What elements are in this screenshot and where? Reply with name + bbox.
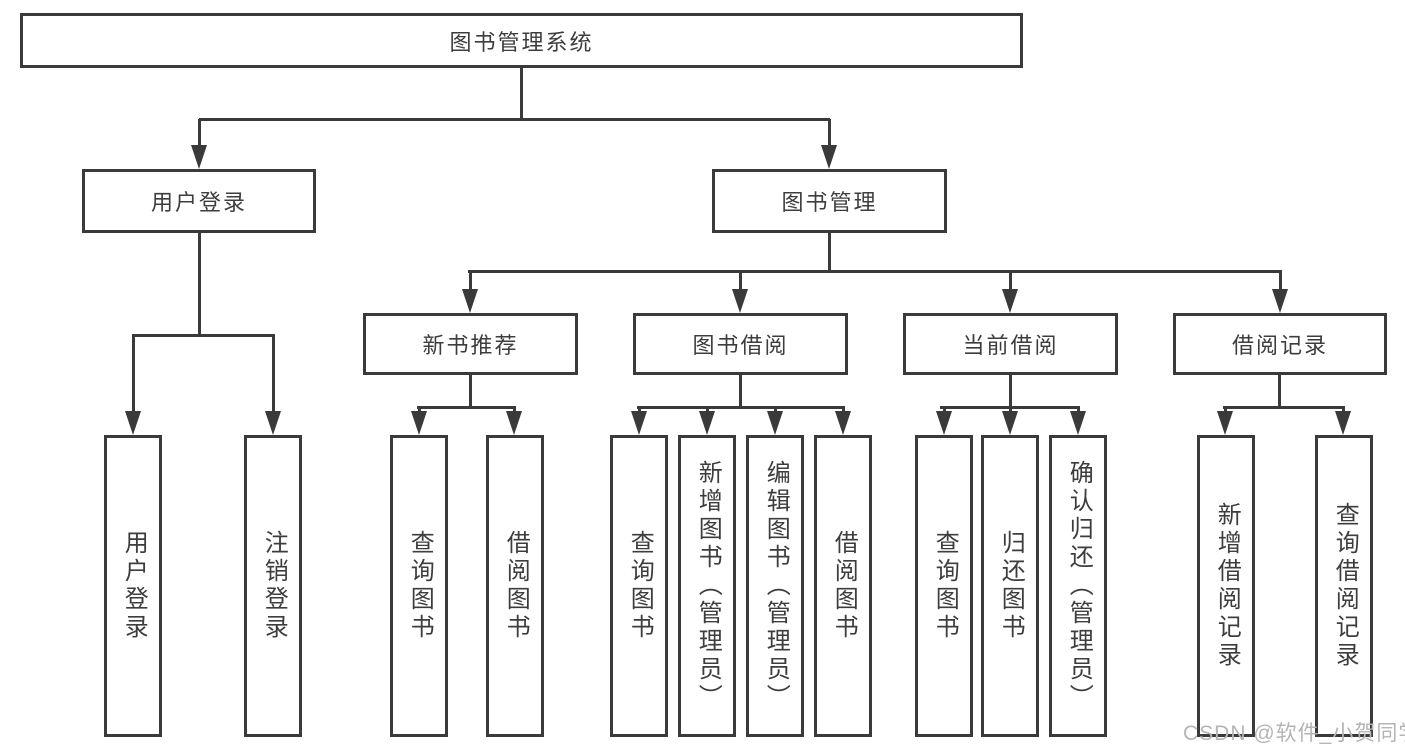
arrow-down-icon — [462, 271, 478, 313]
leaf-add-book-admin: 新增图书（管理员） — [678, 435, 736, 737]
connector-line — [199, 118, 830, 121]
connector-line — [1223, 406, 1345, 409]
leaf-query-books-recommend: 查询图书 — [390, 435, 448, 737]
arrow-down-icon — [936, 407, 952, 435]
leaf-confirm-return-admin: 确认归还（管理员） — [1049, 435, 1107, 737]
leaf-query-books-borrow: 查询图书 — [610, 435, 668, 737]
arrow-down-icon — [1335, 407, 1351, 435]
node-label: 注销登录 — [260, 530, 288, 642]
connector-line — [739, 375, 742, 409]
connector-line — [637, 406, 845, 409]
node-current-borrow: 当前借阅 — [903, 313, 1118, 375]
connector-line — [417, 406, 516, 409]
arrow-down-icon — [1002, 271, 1018, 313]
node-book-borrow: 图书借阅 — [633, 313, 848, 375]
arrow-down-icon — [265, 335, 281, 435]
node-label: 归还图书 — [997, 530, 1025, 642]
arrow-down-icon — [1217, 407, 1233, 435]
connector-line — [1278, 375, 1281, 409]
leaf-borrow-books-recommend: 借阅图书 — [486, 435, 544, 737]
node-label: 查询图书 — [931, 530, 959, 642]
leaf-add-borrow-record: 新增借阅记录 — [1197, 435, 1255, 737]
csdn-watermark: CSDN @软件_小贺同学 — [1183, 722, 1405, 745]
node-label: 当前借阅 — [962, 333, 1059, 358]
arrow-down-icon — [699, 407, 715, 435]
node-label: 借阅图书 — [830, 530, 858, 642]
node-label: 查询图书 — [626, 530, 654, 642]
leaf-user-login: 用户登录 — [104, 435, 162, 737]
arrow-down-icon — [125, 335, 141, 435]
node-label: 图书管理 — [781, 190, 878, 215]
leaf-query-borrow-record: 查询借阅记录 — [1315, 435, 1373, 737]
node-label: 借阅记录 — [1231, 333, 1328, 358]
connector-line — [1009, 375, 1012, 409]
connector-line — [132, 334, 275, 337]
node-new-book-recommend: 新书推荐 — [363, 313, 578, 375]
node-label: 借阅图书 — [502, 530, 530, 642]
node-label: 编辑图书（管理员） — [762, 460, 790, 712]
node-label: 查询图书 — [406, 530, 434, 642]
node-label: 确认归还（管理员） — [1065, 460, 1093, 712]
node-label: 新增图书（管理员） — [694, 460, 722, 712]
leaf-borrow-books: 借阅图书 — [814, 435, 872, 737]
connector-line — [198, 233, 201, 337]
node-borrow-records: 借阅记录 — [1173, 313, 1387, 375]
node-book-management: 图书管理 — [712, 169, 947, 233]
connector-line — [828, 233, 831, 273]
node-label: 图书管理系统 — [449, 29, 594, 55]
node-label: 图书借阅 — [692, 333, 789, 358]
node-user-login: 用户登录 — [82, 169, 316, 233]
leaf-logout-login: 注销登录 — [244, 435, 302, 737]
node-library-management-system: 图书管理系统 — [20, 13, 1023, 68]
leaf-query-books-current: 查询图书 — [915, 435, 973, 737]
connector-line — [520, 68, 523, 121]
node-label: 新书推荐 — [422, 333, 519, 358]
leaf-return-book: 归还图书 — [981, 435, 1039, 737]
arrow-down-icon — [506, 407, 522, 435]
connector-line — [469, 375, 472, 409]
arrow-down-icon — [767, 407, 783, 435]
arrow-down-icon — [732, 271, 748, 313]
arrow-down-icon — [1002, 407, 1018, 435]
connector-line — [468, 270, 1282, 273]
arrow-down-icon — [191, 119, 207, 169]
node-label: 用户登录 — [150, 190, 247, 215]
node-label: 查询借阅记录 — [1331, 502, 1359, 670]
arrow-down-icon — [1272, 271, 1288, 313]
arrow-down-icon — [631, 407, 647, 435]
arrow-down-icon — [821, 119, 837, 169]
node-label: 用户登录 — [120, 530, 148, 642]
arrow-down-icon — [411, 407, 427, 435]
arrow-down-icon — [835, 407, 851, 435]
node-label: 新增借阅记录 — [1213, 502, 1241, 670]
arrow-down-icon — [1070, 407, 1086, 435]
leaf-edit-book-admin: 编辑图书（管理员） — [746, 435, 804, 737]
